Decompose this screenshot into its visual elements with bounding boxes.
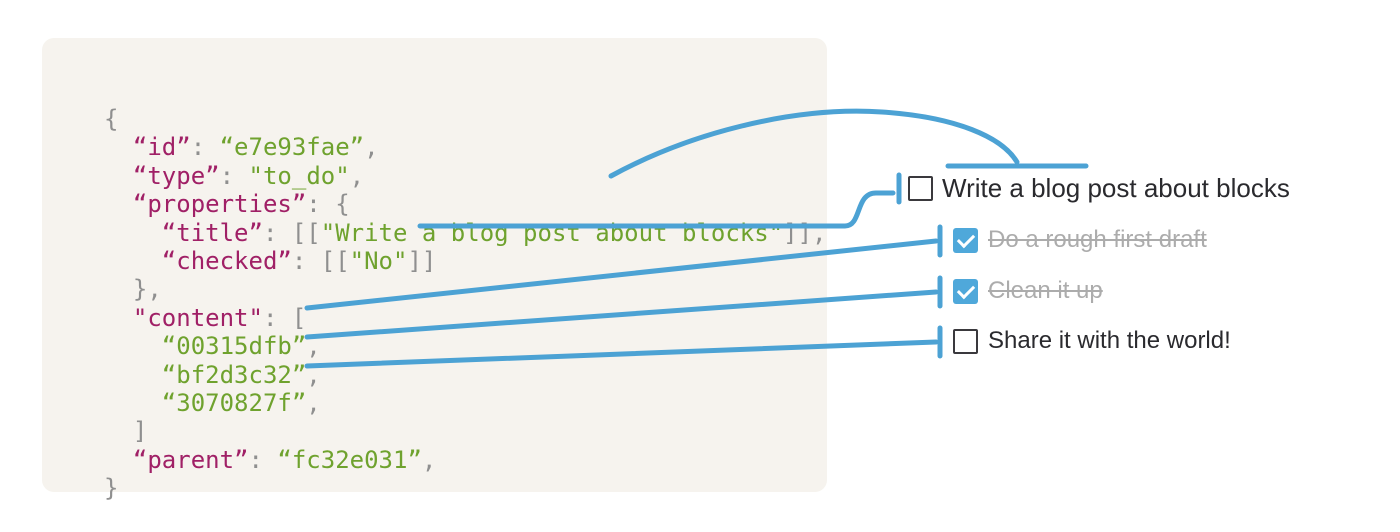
checkbox-unchecked-icon[interactable] xyxy=(953,328,978,354)
todo-item[interactable]: Do a rough first draft xyxy=(953,223,1207,257)
todo-item-label: Share it with the world! xyxy=(988,327,1231,354)
code-line: } xyxy=(104,474,119,503)
code-line: }, xyxy=(104,275,162,304)
todo-item-label: Write a blog post about blocks xyxy=(942,172,1290,203)
todo-item[interactable]: Write a blog post about blocks xyxy=(908,171,1290,205)
code-line: “checked”: [["No"]] xyxy=(161,246,437,275)
json-code-block: { “id”: “e7e93fae”, “type”: "to_do", “pr… xyxy=(104,105,826,502)
code-line: “title”: [["Write a blog post about bloc… xyxy=(161,218,827,247)
code-line: “3070827f”, xyxy=(161,388,321,417)
checkbox-checked-icon[interactable] xyxy=(953,227,978,253)
code-line: ] xyxy=(104,417,148,446)
todo-item[interactable]: Share it with the world! xyxy=(953,324,1231,358)
code-line: { xyxy=(104,105,119,133)
code-line: “bf2d3c32”, xyxy=(161,360,321,389)
code-line: “properties”: { xyxy=(132,190,350,219)
code-line: "content": [ xyxy=(132,303,307,332)
checkbox-checked-icon[interactable] xyxy=(953,278,978,304)
todo-item-label: Do a rough first draft xyxy=(988,226,1207,253)
code-line: “00315dfb”, xyxy=(161,332,321,361)
json-code-panel: { “id”: “e7e93fae”, “type”: "to_do", “pr… xyxy=(42,38,827,502)
code-line: “id”: “e7e93fae”, xyxy=(132,133,379,162)
todo-item-label: Clean it up xyxy=(988,277,1103,304)
code-line: “parent”: “fc32e031”, xyxy=(132,445,437,474)
code-line: “type”: "to_do", xyxy=(132,161,365,190)
todo-item[interactable]: Clean it up xyxy=(953,274,1103,308)
checkbox-unchecked-icon[interactable] xyxy=(908,175,933,201)
